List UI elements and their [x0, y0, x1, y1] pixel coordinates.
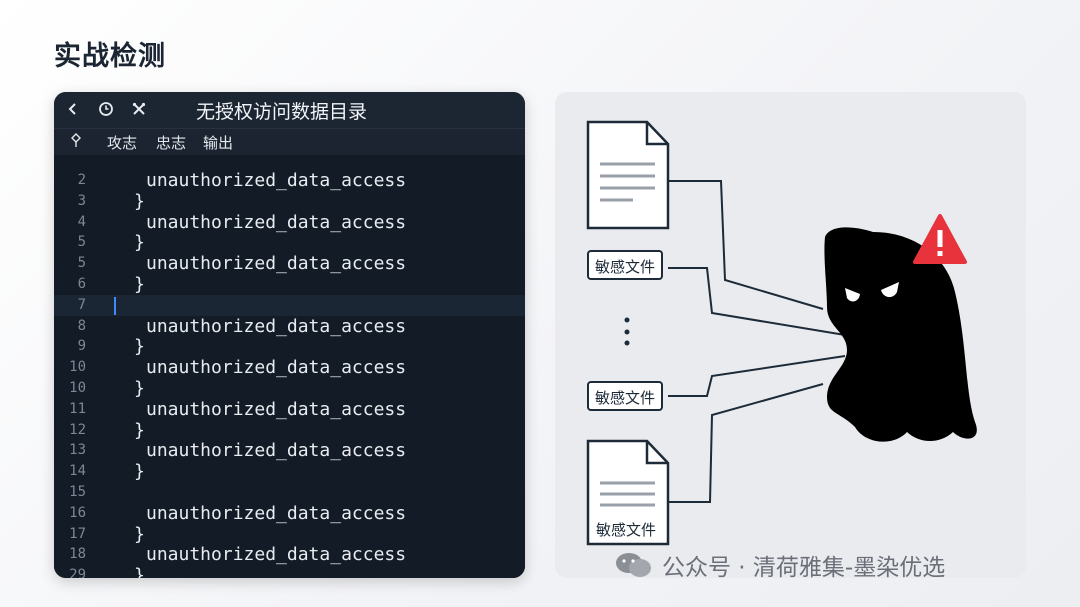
- connector-lines: [668, 180, 846, 503]
- line-number: 6: [77, 276, 86, 292]
- wechat-icon: [616, 553, 651, 577]
- line-number: 14: [69, 463, 86, 480]
- code-line[interactable]: 11 unauthorized_data_access: [54, 399, 525, 420]
- editor-title: 无授权访问数据目录: [196, 101, 368, 123]
- line-number: 8: [77, 317, 86, 334]
- watermark: 公众号 · 清荷雅集-墨染优选: [614, 548, 945, 582]
- code-text: unauthorized_data_access: [146, 253, 407, 275]
- closing-brace: }: [134, 378, 145, 399]
- data-leak-diagram: [586, 120, 977, 546]
- closing-brace: }: [134, 232, 145, 254]
- line-number: 3: [77, 192, 86, 209]
- code-line[interactable]: 7: [54, 294, 525, 316]
- closing-brace: }: [134, 274, 145, 295]
- editor-titlebar: 无授权访问数据目录: [54, 92, 525, 128]
- sensitive-file-label: 敏感文件: [587, 250, 663, 280]
- closing-brace: }: [134, 419, 145, 441]
- line-number: 18: [69, 546, 86, 563]
- closing-brace: }: [134, 565, 145, 578]
- menu-item-attack[interactable]: 攻志: [107, 134, 138, 152]
- closing-brace: }: [134, 461, 145, 483]
- code-line[interactable]: 5 unauthorized_data_access: [54, 253, 525, 274]
- code-line[interactable]: 8 unauthorized_data_access: [54, 316, 525, 337]
- code-line[interactable]: 4 unauthorized_data_access: [54, 212, 525, 233]
- code-line[interactable]: 10}: [54, 378, 525, 399]
- code-editor-window: 无授权访问数据目录 攻志 忠志 输出 2 unauthorized_data_ac…: [54, 92, 525, 578]
- closing-brace: }: [134, 523, 145, 545]
- line-number: 29: [69, 567, 86, 578]
- line-number: 9: [77, 338, 86, 355]
- text-cursor: [114, 296, 116, 315]
- code-line[interactable]: 6}: [54, 274, 525, 295]
- closing-brace: }: [134, 336, 145, 358]
- code-line[interactable]: 12}: [54, 420, 525, 441]
- back-icon[interactable]: [62, 98, 84, 120]
- code-line[interactable]: 5}: [54, 232, 525, 253]
- ghost-icon: [824, 227, 977, 442]
- page-title: 实战检测: [54, 41, 166, 72]
- code-text: unauthorized_data_access: [146, 315, 407, 337]
- code-line[interactable]: 9}: [54, 336, 525, 357]
- tools-icon[interactable]: [128, 98, 150, 120]
- line-number: 2: [77, 172, 86, 188]
- line-number: 7: [77, 296, 86, 313]
- line-number: 13: [69, 442, 86, 459]
- line-number: 10: [69, 380, 86, 396]
- line-number: 5: [77, 255, 86, 272]
- code-line[interactable]: 15: [54, 482, 525, 503]
- line-number: 15: [69, 484, 86, 500]
- line-number: 10: [69, 359, 86, 376]
- code-text: unauthorized_data_access: [146, 440, 407, 462]
- code-line[interactable]: 13 unauthorized_data_access: [54, 440, 525, 461]
- line-number: 11: [69, 400, 86, 417]
- code-text: unauthorized_data_access: [146, 211, 407, 233]
- illustration-panel: 敏感文件 敏感文件 敏感文件: [555, 92, 1026, 578]
- code-text: unauthorized_data_access: [146, 398, 407, 420]
- line-number: 4: [77, 213, 86, 230]
- closing-brace: }: [134, 190, 145, 212]
- code-text: unauthorized_data_access: [146, 357, 407, 379]
- code-line[interactable]: 10 unauthorized_data_access: [54, 357, 525, 378]
- code-line[interactable]: 2 unauthorized_data_access: [54, 170, 525, 191]
- code-line[interactable]: 29}: [54, 565, 525, 578]
- sensitive-file-label: 敏感文件: [596, 521, 657, 539]
- ellipsis-icon: [624, 317, 630, 346]
- line-number: 17: [69, 525, 86, 542]
- sensitive-file-label: 敏感文件: [587, 381, 663, 411]
- document-icon: [586, 439, 670, 546]
- warning-icon: [913, 214, 967, 264]
- line-number: 5: [77, 234, 86, 251]
- code-line[interactable]: 16 unauthorized_data_access: [54, 503, 525, 524]
- line-number: 16: [69, 504, 86, 521]
- code-line[interactable]: 17}: [54, 524, 525, 545]
- editor-menubar: 攻志 忠志 输出: [54, 128, 525, 156]
- code-line[interactable]: 18 unauthorized_data_access: [54, 544, 525, 565]
- code-line[interactable]: 14}: [54, 461, 525, 482]
- menu-item-loyal[interactable]: 忠志: [156, 134, 187, 152]
- code-line[interactable]: 3}: [54, 191, 525, 212]
- menu-item-output[interactable]: 输出: [203, 134, 234, 152]
- pin-icon[interactable]: [70, 133, 82, 153]
- code-text: unauthorized_data_access: [146, 544, 407, 566]
- line-number: 12: [69, 421, 86, 438]
- document-icon: [586, 120, 670, 230]
- history-icon[interactable]: [95, 98, 117, 120]
- code-text: unauthorized_data_access: [146, 502, 407, 524]
- code-text: unauthorized_data_access: [146, 170, 407, 191]
- watermark-text: 公众号 · 清荷雅集-墨染优选: [662, 555, 946, 581]
